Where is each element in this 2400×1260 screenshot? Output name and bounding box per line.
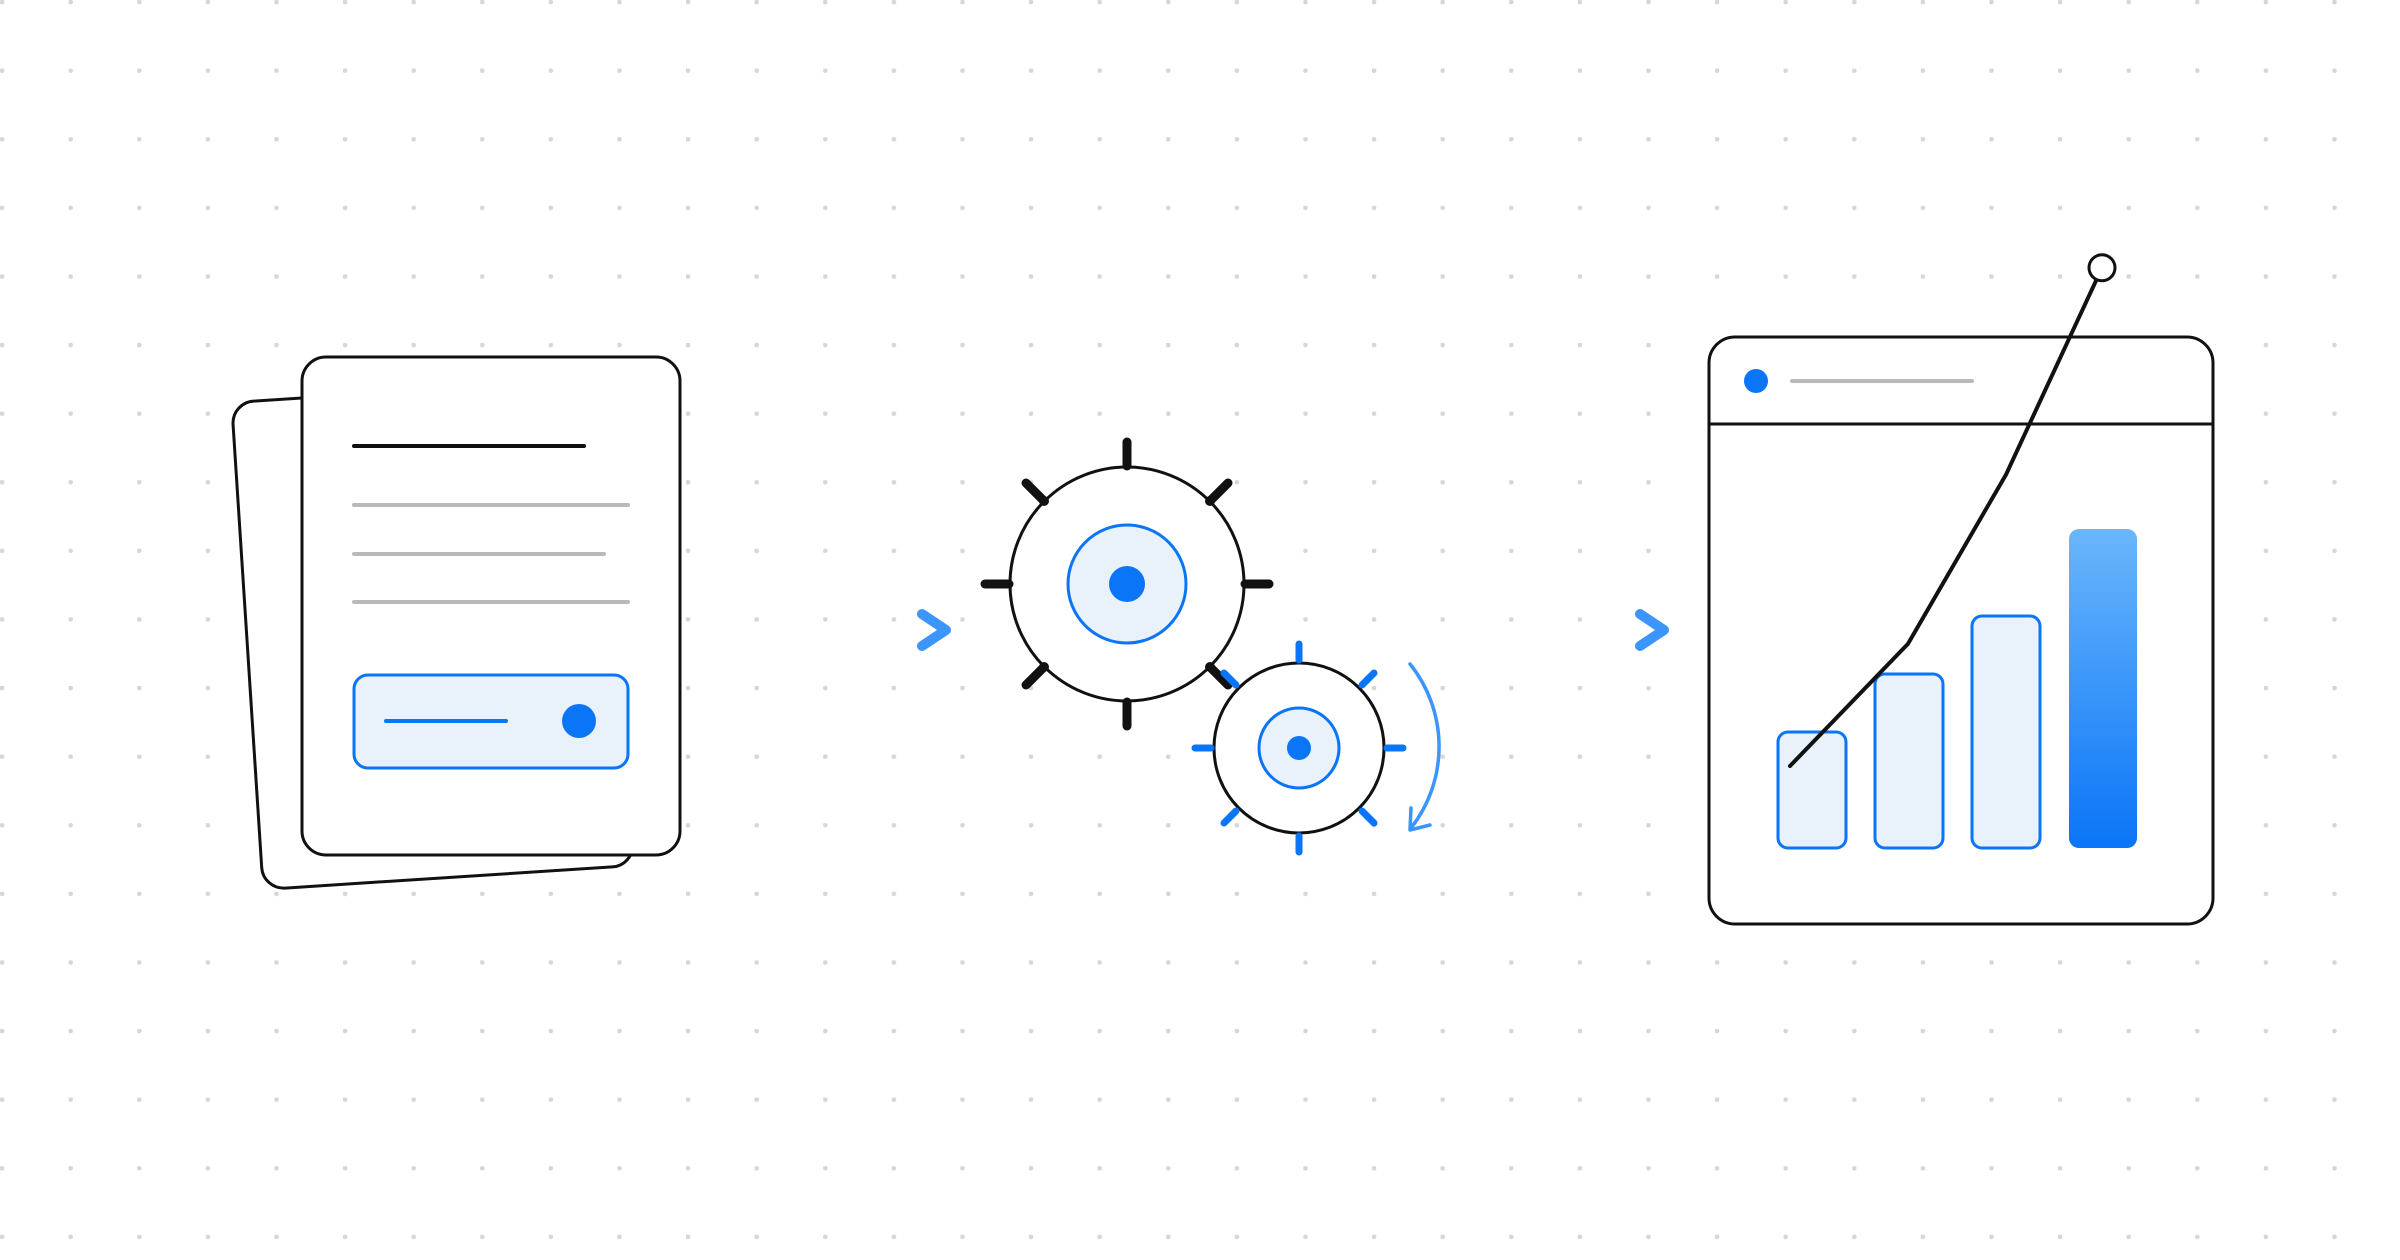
- chart-bar: [2069, 529, 2137, 848]
- dashboard-header-dot: [1744, 369, 1768, 393]
- dashboard-bar-chart: [1776, 529, 2137, 850]
- large-gear-icon: [980, 437, 1274, 731]
- document-front-sheet: [300, 355, 682, 857]
- small-gear-icon: [1191, 640, 1407, 856]
- trend-line: [1788, 265, 2104, 768]
- rotate-arrow-icon: [1408, 662, 1441, 832]
- chart-bar: [1970, 614, 2042, 850]
- document-stack-icon: [231, 355, 682, 890]
- chart-bar: [1776, 730, 1848, 850]
- chart-bar: [1873, 672, 1945, 850]
- gears-icon: [980, 437, 1441, 856]
- dashboard-trend-line: [1788, 253, 2117, 768]
- arrow-right-icon: [1455, 609, 1669, 651]
- arrow-right-icon: [703, 609, 951, 651]
- analytics-dashboard-icon: [1707, 253, 2215, 926]
- document-field-dot: [562, 704, 596, 738]
- trend-endpoint-marker: [2087, 253, 2117, 283]
